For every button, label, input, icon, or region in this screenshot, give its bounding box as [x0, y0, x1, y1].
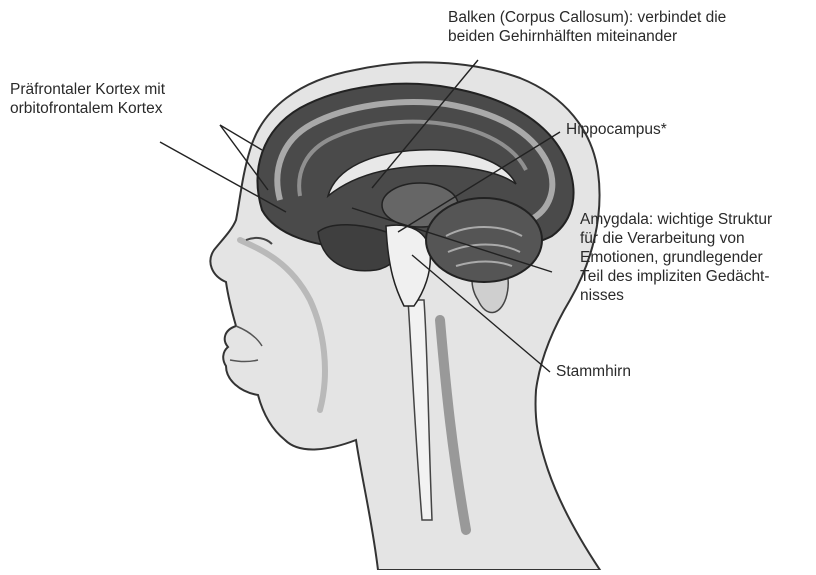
- label-line: Emotionen, grundlegender: [580, 248, 772, 267]
- label-line: nisses: [580, 286, 772, 305]
- label-prefrontal-cortex: Präfrontaler Kortex mit orbitofrontalem …: [10, 80, 165, 118]
- label-hippocampus: Hippocampus*: [566, 120, 667, 139]
- cerebellum: [426, 198, 542, 282]
- label-line: Amygdala: wichtige Struktur: [580, 210, 772, 229]
- label-line: Stammhirn: [556, 362, 631, 381]
- label-brainstem: Stammhirn: [556, 362, 631, 381]
- label-line: für die Verarbeitung von: [580, 229, 772, 248]
- label-amygdala: Amygdala: wichtige Struktur für die Vera…: [580, 210, 772, 305]
- label-line: beiden Gehirnhälften miteinander: [448, 27, 726, 46]
- label-line: Präfrontaler Kortex mit: [10, 80, 165, 99]
- label-line: Balken (Corpus Callosum): verbindet die: [448, 8, 726, 27]
- label-line: Hippocampus*: [566, 120, 667, 139]
- label-line: Teil des impliziten Gedächt-: [580, 267, 772, 286]
- label-corpus-callosum: Balken (Corpus Callosum): verbindet die …: [448, 8, 726, 46]
- label-line: orbitofrontalem Kortex: [10, 99, 165, 118]
